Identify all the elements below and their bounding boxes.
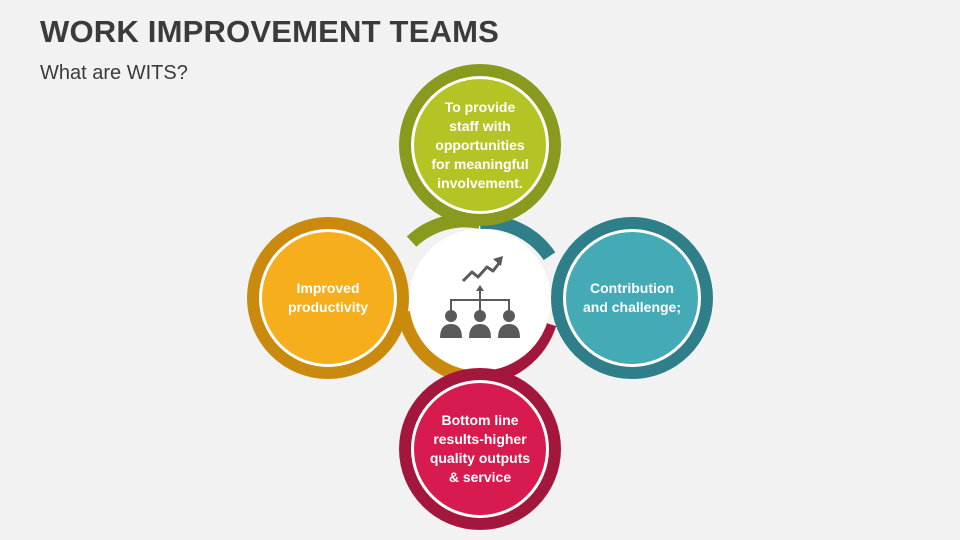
node-top-fill [414,79,546,211]
node-left-fill [262,232,394,364]
node-top-label: To provide staff with opportunities for … [431,98,529,191]
node-bottom-label: Bottom line results-higher quality outpu… [429,412,531,485]
node-left [247,217,409,379]
node-right [551,217,713,379]
node-top [399,64,561,226]
node-right-label: Contribution and challenge; [582,280,682,315]
page-subtitle: What are WITS? [40,62,188,84]
node-bottom-fill [414,383,546,515]
node-left-label: Improved productivity [287,280,369,315]
node-right-fill [566,232,698,364]
page-title: WORK IMPROVEMENT TEAMS [40,14,500,49]
team-growth-icon [440,256,520,338]
node-bottom [399,368,561,530]
